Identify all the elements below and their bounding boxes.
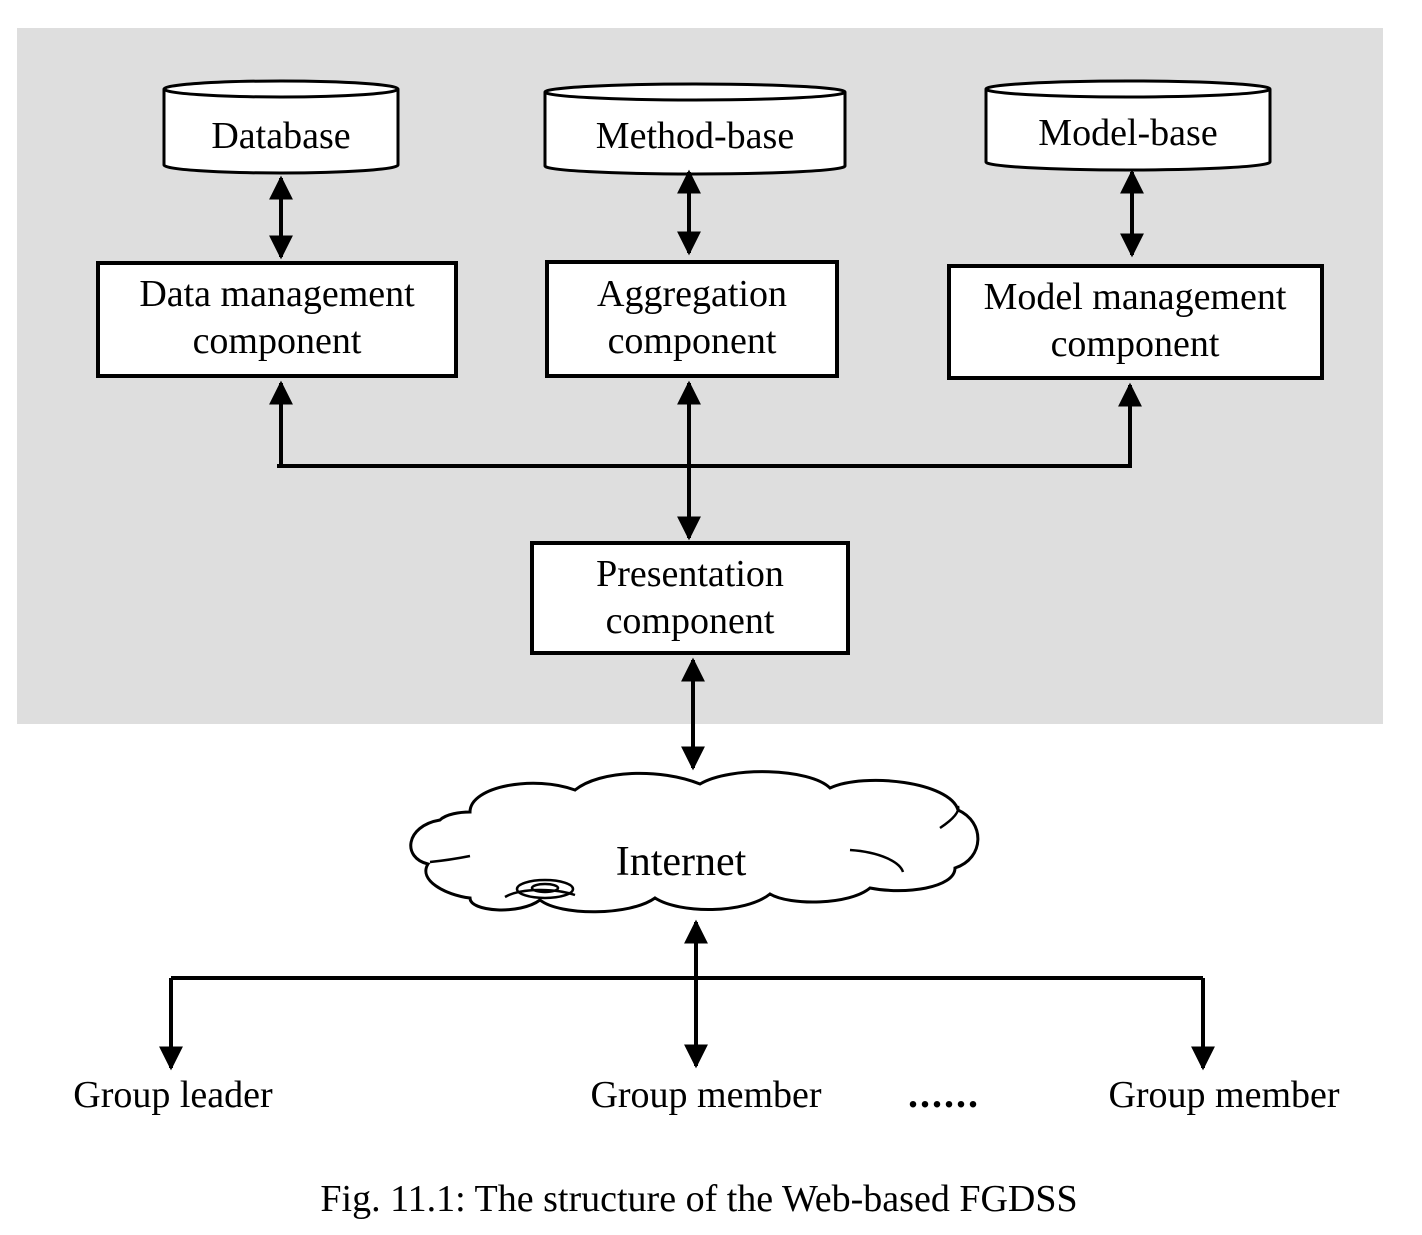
figure-caption: Fig. 11.1: The structure of the Web-base… <box>320 1178 1077 1220</box>
model-management-line2: component <box>1051 323 1220 365</box>
aggregation-line1: Aggregation <box>597 273 787 315</box>
presentation-line1: Presentation <box>596 553 784 595</box>
ellipsis-label: ...... <box>908 1071 980 1116</box>
internet-cloud-icon: Internet <box>409 770 980 914</box>
presentation-component: Presentation component <box>530 541 850 655</box>
group-leader-label: Group leader <box>73 1074 273 1116</box>
model-management-line1: Model management <box>984 276 1287 318</box>
presentation-line2: component <box>606 600 775 642</box>
method-base-label: Method-base <box>596 115 794 157</box>
database-label: Database <box>211 115 350 157</box>
data-management-component: Data management component <box>96 261 458 378</box>
model-base-store: Model-base <box>984 79 1272 172</box>
data-management-line2: component <box>193 320 362 362</box>
aggregation-line2: component <box>608 320 777 362</box>
aggregation-component: Aggregation component <box>545 260 839 378</box>
internet-label: Internet <box>616 839 747 885</box>
group-member-label-2: Group member <box>1108 1074 1339 1116</box>
model-management-component: Model management component <box>947 264 1324 380</box>
data-management-line1: Data management <box>139 273 415 315</box>
group-member-label-1: Group member <box>590 1074 821 1116</box>
database-store: Database <box>162 79 400 175</box>
model-base-label: Model-base <box>1038 112 1217 154</box>
method-base-store: Method-base <box>543 82 847 176</box>
